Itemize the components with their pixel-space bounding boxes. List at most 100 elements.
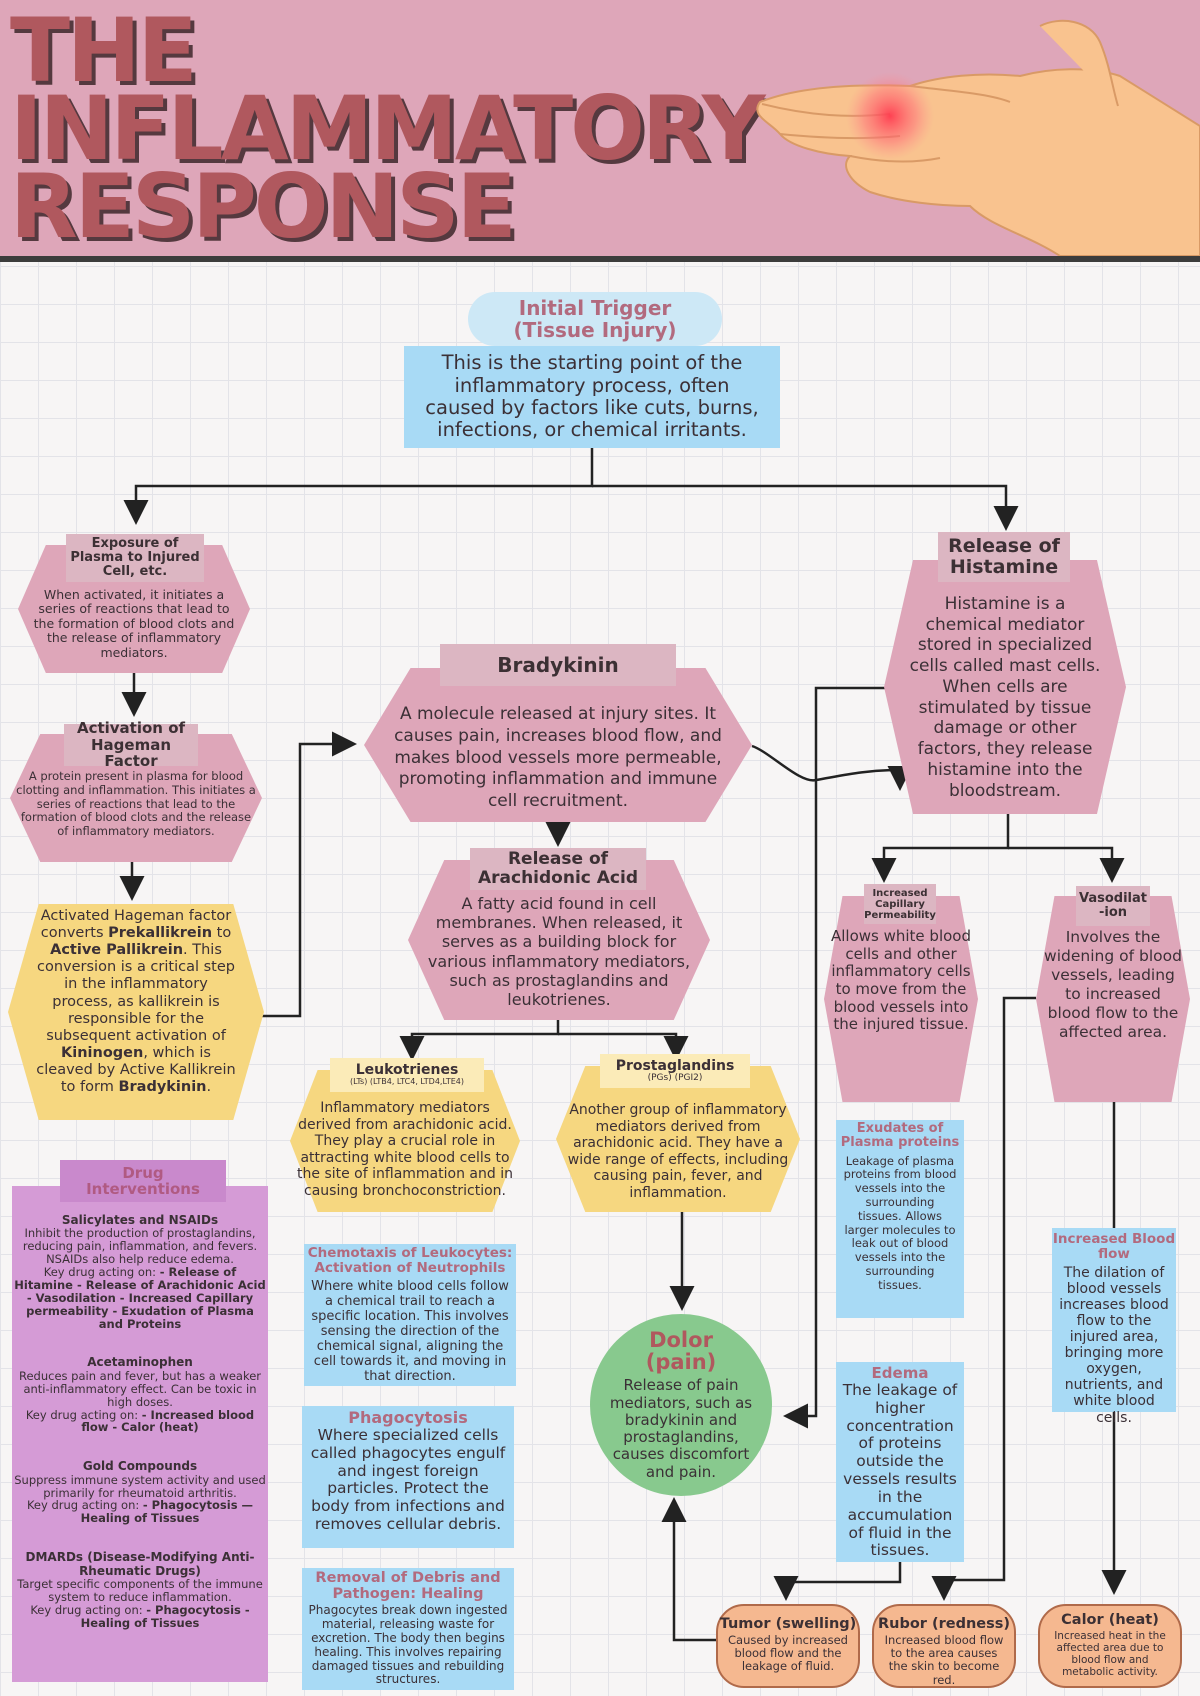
trigger-box: This is the starting point of the inflam… [404, 346, 780, 448]
acetaminophen-title: Acetaminophen [87, 1355, 193, 1370]
removal-label-line2: Pathogen: Healing [332, 1586, 484, 1603]
salicylates-text: Inhibit the production of prostaglandins… [22, 1226, 258, 1267]
vasodilation-label-line1: Vasodilat [1079, 890, 1147, 906]
ah-text-3: . This conversion is a critical step in … [37, 942, 235, 1044]
salicylates-title: Salicylates and NSAIDs [61, 1213, 219, 1227]
arachidonic-label: Release of Arachidonic Acid [470, 848, 646, 890]
hageman-text: A protein present in plasma for blood cl… [16, 769, 256, 839]
removal-label-line1: Removal of Debris and [315, 1570, 501, 1586]
chemotaxis-text: Where white blood cells follow a chemica… [311, 1279, 509, 1384]
ah-text-5: . [206, 1079, 212, 1096]
ah-bold-kininogen: Kininogen [61, 1044, 144, 1061]
blood-flow-box: Increased Blood flow The dilation of blo… [1052, 1228, 1176, 1426]
arachidonic-label-line2: Arachidonic Acid [477, 868, 639, 888]
trigger-label-line1: Initial Trigger [518, 296, 672, 320]
leukotrienes-hex [290, 1070, 520, 1212]
dmards-key: Key drug acting on: [30, 1602, 147, 1617]
dolor-label-line2: (pain) [645, 1350, 717, 1375]
ah-bold-prekallikrein: Prekallikrein [108, 925, 213, 942]
ah-text-4: , which is cleaved by Active Kallikrein … [36, 1044, 236, 1096]
prostaglandins-text: Another group of inflammatory mediators … [567, 1102, 789, 1201]
histamine-hex [884, 560, 1126, 814]
ah-text-1: Activated Hageman factor converts [40, 908, 232, 942]
drug-gold: Gold Compounds Suppress immune system ac… [14, 1459, 266, 1526]
prostaglandins-label: Prostaglandins (PGs) (PGI2) [600, 1054, 750, 1088]
blood-flow-text: The dilation of blood vessels increases … [1059, 1264, 1169, 1426]
phagocytosis-label: Phagocytosis [348, 1408, 468, 1427]
blood-flow-label: Increased Blood flow [1052, 1231, 1176, 1262]
vasodilation-hex [1036, 896, 1190, 1102]
leukotrienes-label-main: Leukotrienes [355, 1062, 459, 1079]
gold-text: Suppress immune system activity and used… [14, 1472, 266, 1500]
chemotaxis-label-line1: Chemotaxis of Leukocytes: [307, 1245, 513, 1261]
leukotrienes-label: Leukotrienes (LTs) (LTB4, LTC4, LTD4,LTE… [330, 1058, 484, 1092]
injured-hand-illustration [756, 19, 1200, 256]
drug-interventions-title: Drug Interventions [60, 1160, 226, 1202]
gold-targets: - Phagocytosis —Healing of Tissues [80, 1498, 254, 1526]
tumor-label: Tumor (swelling) [719, 1616, 857, 1632]
rubor-label: Rubor (redness) [877, 1616, 1011, 1632]
hageman-label: Activation of Hageman Factor [64, 720, 198, 770]
salicylates-targets: - Release of Hitamine - Release of Arach… [14, 1265, 266, 1331]
removal-text: Phagocytes break down ingested material,… [308, 1603, 508, 1687]
title-line-3: RESPONSE [10, 155, 517, 258]
salicylates-key: Key drug acting on: [43, 1265, 160, 1280]
drug-title-line1: Drug [122, 1163, 164, 1182]
permeability-label: Increased Capillary Permeability [864, 884, 936, 924]
dolor-text: Release of pain mediators, such as brady… [609, 1376, 753, 1481]
dolor-circle: Dolor (pain) Release of pain mediators, … [590, 1314, 772, 1496]
vasodilation-text: Involves the widening of blood vessels, … [1044, 928, 1182, 1041]
ah-bold-pallikrein: Active Pallikrein [50, 942, 184, 959]
gold-title: Gold Compounds [82, 1459, 198, 1474]
phagocytosis-text: Where specialized cells called phagocyte… [310, 1426, 506, 1534]
acetaminophen-targets: - Increased blood flow - Calor (heat) [81, 1407, 255, 1435]
permeability-text: Allows white blood cells and other infla… [830, 927, 971, 1034]
activated-hageman-text: Activated Hageman factor converts Prekal… [36, 908, 236, 1096]
chemotaxis-box: Chemotaxis of Leukocytes: Activation of … [304, 1244, 516, 1386]
histamine-text: Histamine is a chemical mediator stored … [909, 594, 1101, 801]
header-banner: THE INFLAMMATORY RESPONSE [0, 0, 1200, 262]
exudates-text: Leakage of plasma proteins from blood ve… [843, 1153, 957, 1292]
histamine-label-line1: Release of [948, 535, 1060, 558]
prostaglandins-label-sub: (PGs) (PGI2) [647, 1072, 703, 1083]
tumor-text: Caused by increased blood flow and the l… [728, 1633, 848, 1674]
drug-interventions-panel: Salicylates and NSAIDs Inhibit the produ… [12, 1186, 268, 1682]
bradykinin-text: A molecule released at injury sites. It … [394, 704, 722, 811]
chemotaxis-label-line2: Activation of Neutrophils [314, 1260, 506, 1277]
rubor-box: Rubor (redness) Increased blood flow to … [872, 1604, 1016, 1688]
gold-key: Key drug acting on: [26, 1498, 143, 1513]
edema-box: Edema The leakage of higher concentratio… [836, 1362, 964, 1562]
vasodilation-label-line2: -ion [1098, 905, 1128, 920]
trigger-label-line2: (Tissue Injury) [513, 318, 677, 342]
acetaminophen-key: Key drug acting on: [25, 1407, 142, 1422]
calor-label: Calor (heat) [1061, 1612, 1159, 1628]
dmards-title: DMARDs (Disease-Modifying Anti-Rheumatic… [25, 1550, 255, 1578]
histamine-label-line2: Histamine [949, 556, 1059, 578]
title-line-2: INFLAMMATORY [10, 77, 766, 180]
removal-label: Removal of Debris and Pathogen: Healing [302, 1570, 514, 1602]
vasodilation-label: Vasodilat -ion [1076, 886, 1150, 926]
dolor-label-line1: Dolor [649, 1328, 713, 1353]
ah-bold-bradykinin: Bradykinin [118, 1079, 207, 1096]
removal-box: Removal of Debris and Pathogen: Healing … [302, 1568, 514, 1690]
trigger-label: Initial Trigger (Tissue Injury) [468, 292, 722, 346]
bradykinin-label: Bradykinin [440, 644, 676, 686]
histamine-label: Release of Histamine [938, 532, 1070, 582]
drug-dmards: DMARDs (Disease-Modifying Anti-Rheumatic… [14, 1550, 266, 1630]
chemotaxis-label: Chemotaxis of Leukocytes: Activation of … [304, 1245, 516, 1277]
rubor-text: Increased blood flow to the area causes … [884, 1633, 1004, 1687]
calor-box: Calor (heat) Increased heat in the affec… [1038, 1604, 1182, 1688]
title-line-1: THE [10, 0, 198, 102]
ah-text-2: to [212, 925, 232, 942]
drug-title-line2: Interventions [86, 1180, 200, 1198]
activated-hageman-hex [8, 904, 264, 1120]
prostaglandins-hex [556, 1066, 800, 1212]
edema-text: The leakage of higher concentration of p… [842, 1381, 958, 1560]
dmards-text: Target specific components of the immune… [17, 1577, 263, 1604]
exudates-box: Exudates of Plasma proteins Leakage of p… [836, 1120, 964, 1318]
leukotrienes-label-sub: (LTs) (LTB4, LTC4, LTD4,LTE4) [350, 1077, 464, 1087]
edema-label: Edema [871, 1364, 929, 1382]
prostaglandins-label-main: Prostaglandins [615, 1057, 735, 1074]
dmards-targets: - Phagocytosis - Healing of Tissues [80, 1602, 250, 1630]
bradykinin-hex [364, 668, 752, 822]
